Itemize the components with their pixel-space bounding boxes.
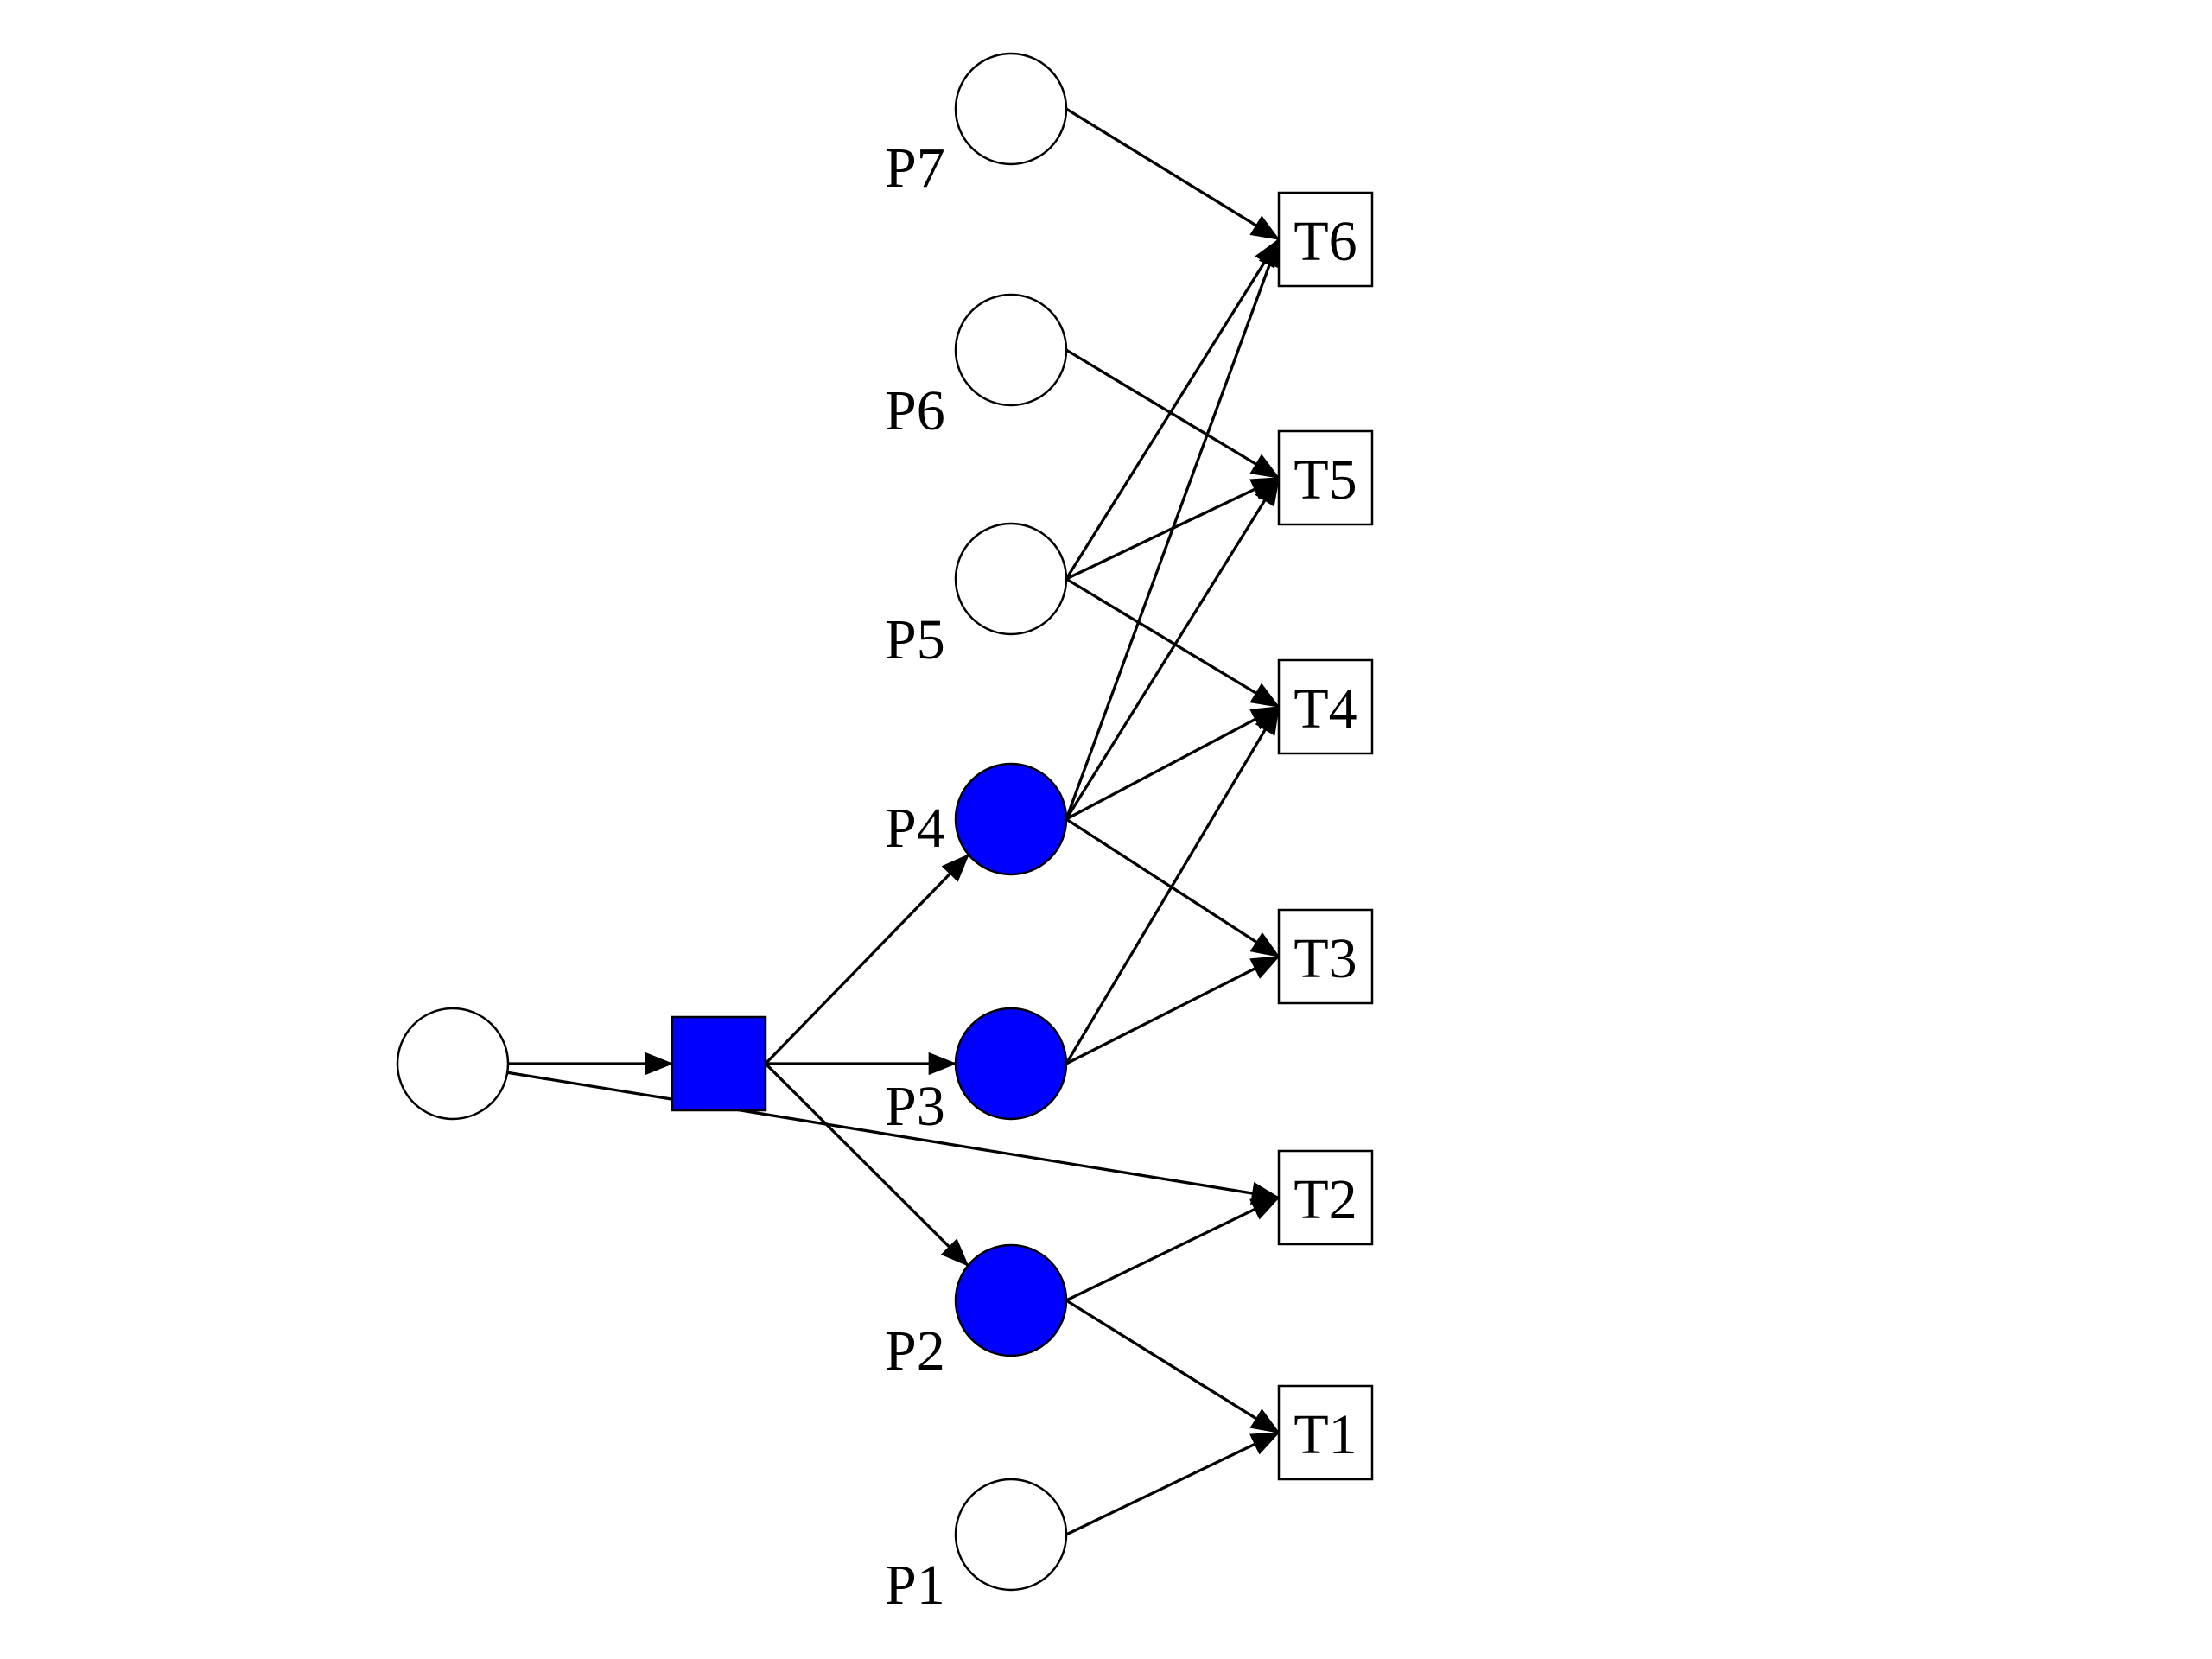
place-label-p5: P5 (885, 608, 945, 671)
transition-label-t3: T3 (1294, 927, 1357, 990)
place-p1 (954, 1478, 1068, 1592)
arc-t0-to-p4 (764, 853, 970, 1065)
arc-p7-to-t6 (1065, 107, 1281, 241)
place-p5 (954, 522, 1068, 636)
place-p4 (954, 762, 1068, 876)
place-p6 (954, 293, 1068, 407)
place-label-p6: P6 (885, 379, 945, 442)
place-p7 (954, 52, 1068, 166)
transition-label-t4: T4 (1294, 677, 1357, 741)
arc-p1-to-t1 (1065, 1431, 1281, 1536)
place-p0 (396, 1007, 510, 1121)
place-label-p7: P7 (885, 137, 945, 200)
arc-p6-to-t5 (1065, 348, 1281, 480)
arc-t0-to-p2 (764, 1062, 969, 1267)
place-label-p1: P1 (885, 1554, 945, 1617)
transition-t0 (671, 1015, 767, 1112)
transition-t5 (1277, 429, 1374, 526)
arcs-layer (506, 107, 1281, 1536)
arc-p5-to-t6 (1065, 238, 1281, 580)
transition-t1 (1277, 1384, 1374, 1481)
place-label-p4: P4 (885, 797, 945, 860)
transition-t3 (1277, 908, 1374, 1005)
transition-label-t1: T1 (1294, 1403, 1357, 1466)
transition-t6 (1277, 191, 1374, 288)
arc-p4-to-t4 (1065, 705, 1281, 821)
place-label-p3: P3 (885, 1075, 945, 1138)
arc-p4-to-t6 (1065, 238, 1281, 820)
transition-t4 (1277, 658, 1374, 755)
place-label-p2: P2 (885, 1319, 945, 1382)
arc-p3-to-t3 (1065, 955, 1281, 1065)
arc-p2-to-t2 (1065, 1196, 1281, 1302)
arc-p3-to-t4 (1065, 705, 1281, 1065)
arc-p0-to-t2 (506, 1071, 1281, 1205)
transition-label-t5: T5 (1294, 448, 1357, 512)
transition-label-t2: T2 (1294, 1168, 1357, 1231)
transition-label-t6: T6 (1294, 210, 1357, 273)
arc-p2-to-t1 (1065, 1299, 1281, 1434)
transition-t2 (1277, 1149, 1374, 1246)
arc-p5-to-t4 (1065, 577, 1281, 709)
place-p3 (954, 1007, 1068, 1121)
place-p2 (954, 1243, 1068, 1357)
arc-p4-to-t5 (1065, 476, 1281, 820)
nodes-layer (396, 52, 1374, 1592)
